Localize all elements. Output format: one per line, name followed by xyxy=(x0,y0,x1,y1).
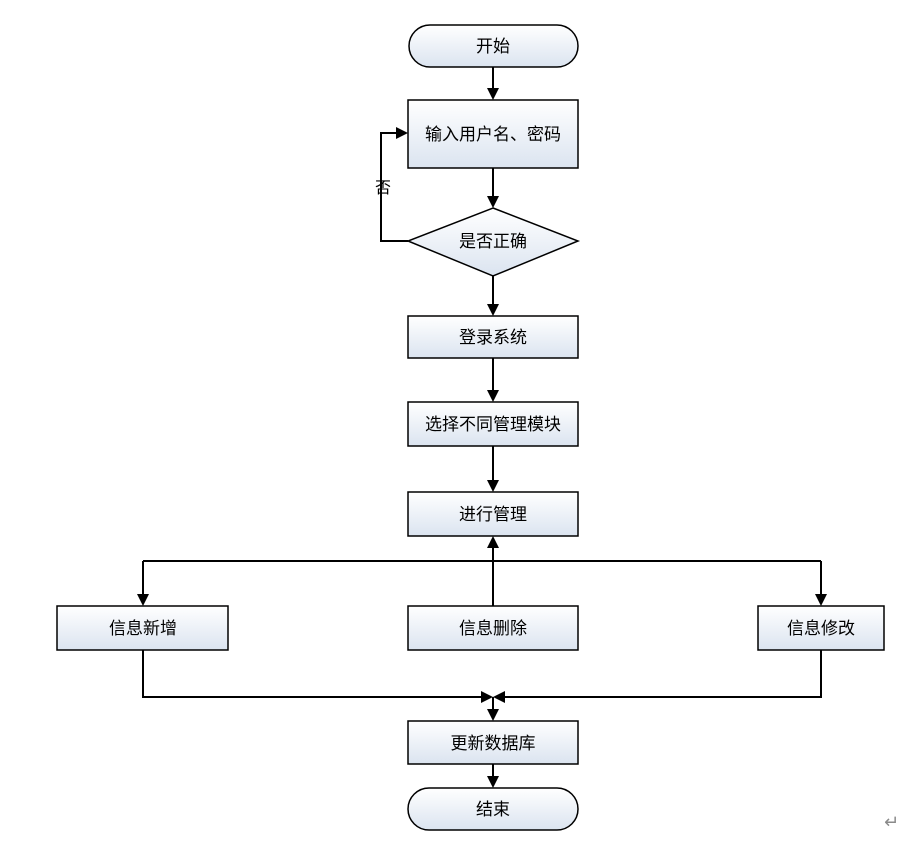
end-node: 结束 xyxy=(407,787,579,831)
update-node: 更新数据库 xyxy=(407,720,579,765)
check-label: 是否正确 xyxy=(459,232,527,252)
start-label: 开始 xyxy=(476,37,510,57)
delete-label: 信息删除 xyxy=(459,619,527,639)
login-label: 登录系统 xyxy=(459,328,527,348)
start-node: 开始 xyxy=(408,24,579,68)
connectors xyxy=(137,67,827,788)
add-node: 信息新增 xyxy=(56,605,229,651)
arrow-add-to-merge xyxy=(142,650,493,703)
end-label: 结束 xyxy=(476,800,510,820)
input-node: 输入用户名、密码 xyxy=(407,99,579,169)
input-label: 输入用户名、密码 xyxy=(425,125,561,145)
add-label: 信息新增 xyxy=(109,619,177,639)
login-node: 登录系统 xyxy=(407,315,579,359)
manage-label: 进行管理 xyxy=(459,505,527,525)
arrow-modify-to-merge xyxy=(493,650,822,703)
select-label: 选择不同管理模块 xyxy=(425,415,561,435)
modify-node: 信息修改 xyxy=(757,605,885,651)
check-node: 是否正确 xyxy=(405,207,581,277)
delete-node: 信息删除 xyxy=(407,605,579,651)
modify-label: 信息修改 xyxy=(787,619,855,639)
manage-node: 进行管理 xyxy=(407,491,579,537)
paragraph-mark: ↵ xyxy=(884,812,900,833)
arrow-check-no-loop xyxy=(380,127,408,242)
no-label: 否 xyxy=(375,178,391,197)
update-label: 更新数据库 xyxy=(451,734,536,754)
select-node: 选择不同管理模块 xyxy=(407,401,579,447)
